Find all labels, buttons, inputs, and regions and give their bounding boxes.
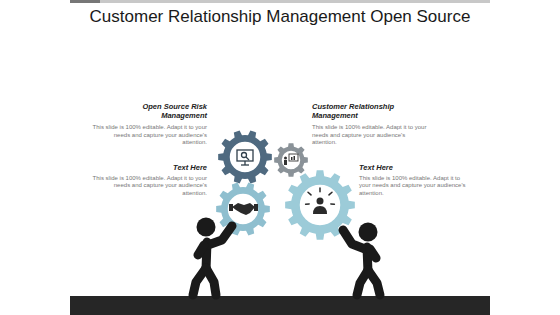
gear-hub — [299, 184, 341, 226]
body-text: This slide is 100% editable. Adapt it to… — [92, 124, 207, 147]
handshake-icon — [229, 203, 258, 215]
heading: Open Source Risk Management — [127, 103, 207, 120]
gear — [216, 183, 270, 236]
stick-figure — [343, 223, 380, 296]
presentation-icon — [284, 154, 298, 165]
top-rule-accent — [70, 0, 100, 3]
gear — [274, 143, 308, 177]
body-text: This slide is 100% editable. Adapt it to… — [92, 175, 207, 198]
gear — [218, 131, 272, 184]
gear-hub — [281, 150, 301, 170]
heading: Text Here — [127, 164, 207, 173]
ground-bar — [70, 296, 490, 315]
monitor-icon — [237, 150, 253, 165]
heading: Customer Relationship Management — [312, 103, 407, 120]
body-text: This slide is 100% editable. Adapt it to… — [312, 124, 427, 147]
gears — [216, 131, 355, 240]
stick-figures — [193, 218, 380, 296]
gear-hub — [229, 141, 261, 173]
body-text: This slide is 100% editable. Adapt it to… — [359, 175, 471, 198]
top-rule — [70, 0, 490, 3]
person-icon — [306, 188, 335, 214]
slide-title: Customer Relationship Management Open So… — [0, 7, 560, 27]
stick-figure — [193, 218, 232, 296]
heading: Text Here — [359, 164, 454, 173]
gear-hub — [227, 193, 259, 225]
